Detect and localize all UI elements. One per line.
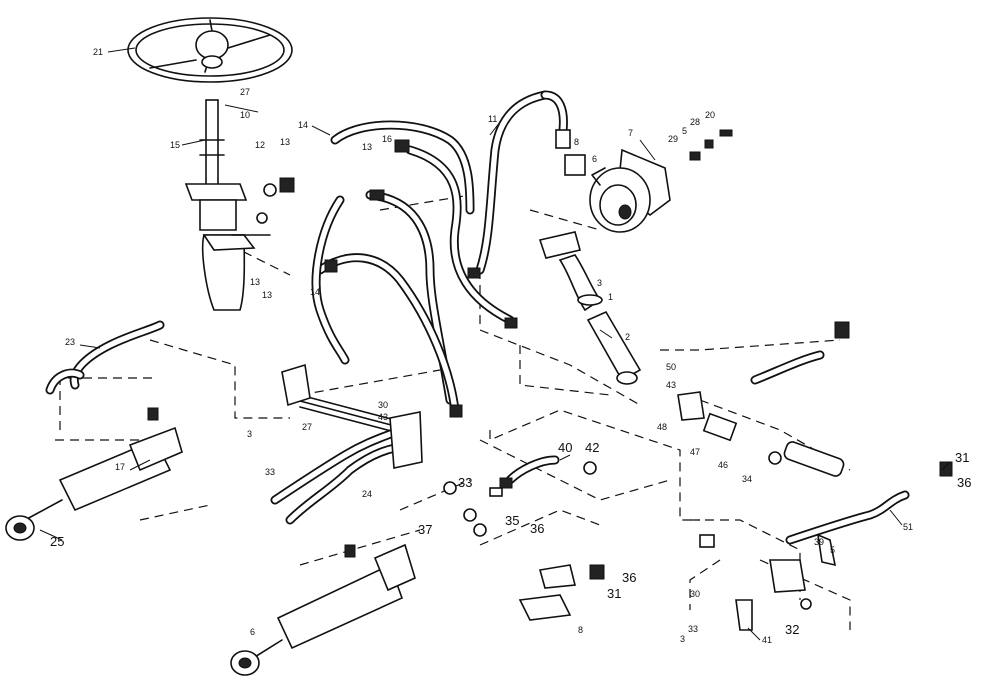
label: 7: [628, 128, 633, 138]
label: 29: [668, 134, 678, 144]
label: 21: [93, 47, 103, 57]
label: 31: [607, 586, 621, 601]
label: 20: [705, 110, 715, 120]
label: 37: [418, 522, 432, 537]
filter-tube: [538, 231, 642, 385]
label: 6: [250, 627, 255, 637]
label: 5: [682, 126, 687, 136]
part-labels: 21 27 10 14 15 12 13 16 13 11 8 6 7 29 5…: [50, 47, 971, 645]
label: 47: [690, 447, 700, 457]
label: 24: [362, 489, 372, 499]
label: 12: [255, 140, 265, 150]
label: 25: [50, 534, 64, 549]
label: 8: [574, 137, 579, 147]
fittings: [147, 129, 953, 610]
label: 36: [957, 475, 971, 490]
label: 6: [592, 154, 597, 164]
label: 31: [955, 450, 969, 465]
hydraulic-pump: [589, 148, 671, 233]
label: 30: [690, 589, 700, 599]
label: 3: [680, 634, 685, 644]
label: 42: [585, 440, 599, 455]
label: 33: [265, 467, 275, 477]
label: 48: [657, 422, 667, 432]
label: 13: [280, 137, 290, 147]
label: 13: [262, 290, 272, 300]
hydraulic-hoses: [45, 90, 910, 545]
label: 39: [814, 537, 824, 547]
label: 3: [247, 429, 252, 439]
label: 13: [250, 277, 260, 287]
label: 14: [298, 120, 308, 130]
label: 5: [830, 545, 835, 555]
label-leaders: [39, 47, 951, 641]
label: 16: [382, 134, 392, 144]
label: 10: [240, 110, 250, 120]
label: 40: [558, 440, 572, 455]
label: 35: [505, 513, 519, 528]
label: 30: [378, 400, 388, 410]
label: 36: [622, 570, 636, 585]
label: 50: [666, 362, 676, 372]
steering-column: [184, 99, 271, 311]
label: 8: [578, 625, 583, 635]
label: 3: [597, 278, 602, 288]
label: 27: [302, 422, 312, 432]
label: 1: [608, 292, 613, 302]
label: 11: [488, 114, 497, 124]
label: 34: [742, 474, 752, 484]
label: 13: [362, 142, 372, 152]
label: 33: [458, 475, 472, 490]
label: 27: [240, 87, 250, 97]
label: 14: [310, 287, 320, 297]
bottom-center-parts: [518, 564, 577, 621]
rigid-pipes: [299, 394, 396, 433]
label: 43: [666, 380, 676, 390]
label: 43: [378, 412, 388, 422]
label: 36: [530, 521, 544, 536]
label: 41: [762, 635, 772, 645]
label: 28: [690, 117, 700, 127]
label: 33: [688, 624, 698, 634]
steering-cylinder-left: [5, 426, 183, 541]
steering-cylinder-lower: [230, 543, 416, 676]
valve-blocks: [281, 363, 845, 631]
label: 23: [65, 337, 75, 347]
steering-wheel: [127, 17, 293, 83]
label: 51: [903, 522, 913, 532]
label: 46: [718, 460, 728, 470]
label: 15: [170, 140, 180, 150]
label: 2: [625, 332, 630, 342]
label: 17: [115, 462, 125, 472]
label: 32: [785, 622, 799, 637]
